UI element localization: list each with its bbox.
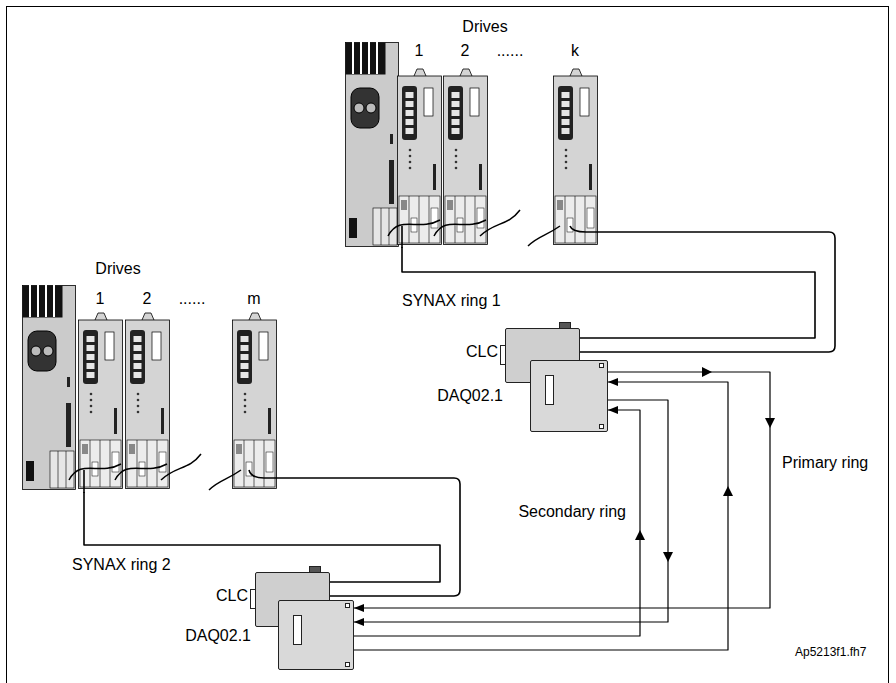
drive-module — [444, 69, 488, 245]
ring-cables — [84, 226, 835, 596]
drive-module — [398, 69, 442, 245]
drive-group-figure — [23, 285, 277, 490]
drive-module — [554, 69, 598, 245]
drive-number: 2 — [143, 290, 152, 308]
flow-arrows — [635, 367, 775, 562]
bus-cables — [69, 210, 560, 490]
card-detail — [250, 589, 256, 609]
ring-connector — [354, 400, 668, 622]
group-title: Drives — [95, 260, 140, 278]
card-detail — [545, 375, 554, 405]
drive-group: Drives 1 2...... m — [18, 260, 286, 492]
drive-number: 1 — [415, 42, 424, 60]
card-detail — [559, 322, 571, 329]
drive-number: ...... — [179, 290, 206, 308]
drive-number: 2 — [461, 42, 470, 60]
drive-module — [233, 313, 277, 489]
ring-label: SYNAX ring 2 — [70, 556, 173, 574]
daq-card: DAQ02.1 — [530, 360, 608, 432]
figure-code: Ap5213f1.fh7 — [795, 646, 866, 660]
card-detail — [293, 615, 302, 645]
daq-card: DAQ02.1 — [278, 600, 354, 670]
drive-number: 1 — [96, 290, 105, 308]
card-label: DAQ02.1 — [437, 387, 503, 405]
card-detail — [599, 363, 604, 368]
card-label: DAQ02.1 — [185, 627, 251, 645]
card-detail — [345, 603, 350, 608]
card-detail — [599, 424, 604, 429]
ring-label: Secondary ring — [516, 503, 628, 521]
drive-number: ...... — [497, 42, 524, 60]
drive-module — [79, 313, 123, 489]
group-title: Drives — [462, 18, 507, 36]
drive-group: Drives 1 2...... k — [340, 18, 612, 247]
ring-label: SYNAX ring 1 — [400, 292, 503, 310]
drive-number: m — [247, 290, 260, 308]
card-label: CLC — [216, 587, 248, 605]
drive-group-figure — [346, 42, 598, 247]
card-detail — [500, 345, 506, 365]
power-supply — [23, 285, 76, 490]
power-supply — [346, 42, 399, 247]
card-detail — [345, 662, 350, 667]
frame — [7, 7, 889, 683]
card-detail — [309, 566, 321, 573]
card-label: CLC — [466, 343, 498, 361]
drive-number: k — [571, 42, 579, 60]
ring-label: Primary ring — [780, 454, 870, 472]
drive-module — [126, 313, 170, 489]
ring-connector — [354, 410, 640, 636]
